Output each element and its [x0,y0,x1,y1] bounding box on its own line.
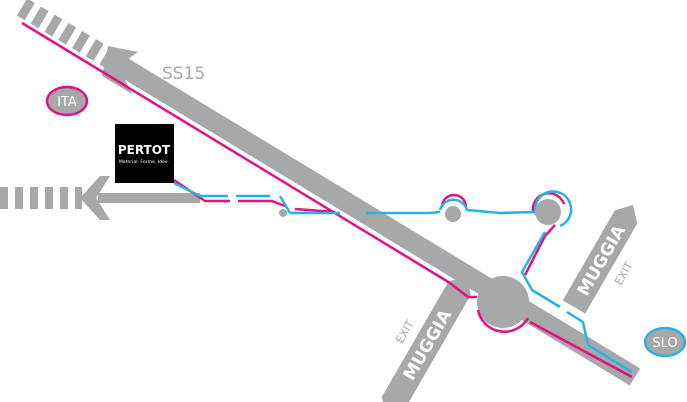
badge-slo-label: SLO [652,336,677,351]
pertot-logo-box [115,124,174,183]
exit-right-small-label: EXIT [612,259,636,287]
road-network [0,0,641,386]
route-slo-small-circle [438,198,536,215]
roundabout-icon [477,276,529,328]
route-ita-small-circle [440,193,468,208]
route-ita-to-exit [523,224,556,276]
exit-sign-right: MUGGIA EXIT [562,204,638,314]
exit-sign-left-shape [381,275,471,402]
route-ita [21,21,633,379]
exit-left-small-label: EXIT [393,318,417,346]
highway-main [109,53,641,386]
exit-sign-right-shape [562,204,638,314]
route-slo [173,181,633,374]
pertot-logo: PERTOT Material. Forme. Idee. [115,124,174,183]
badge-ita-label: ITA [57,95,77,110]
badge-slo: SLO [643,326,687,358]
badge-slo-shape [643,326,687,358]
junction-circle-big [535,199,561,225]
highway-dashes-start [16,0,121,71]
route-slo-down [520,231,633,374]
route-ita-highway [21,21,477,299]
pertot-logo-name: PERTOT [118,143,171,157]
arrow-left-icon [80,176,110,220]
route-ita-highway-lower [529,320,633,379]
route-slo-big-circle [533,190,573,228]
junction-dot-left [279,209,287,217]
arrow-up-left-icon [102,46,138,94]
pertot-logo-tagline: Material. Forme. Idee. [119,159,169,165]
badge-ita-shape [45,85,89,117]
route-ita-roundabout-arc [476,309,530,333]
exit-sign-left: MUGGIA EXIT [381,275,471,402]
route-slo-middle [290,210,441,215]
highway-label: SS15 [162,64,205,84]
junction-circle-small [445,206,461,222]
route-slo-logo-link [173,181,292,214]
badge-ita: ITA [45,85,89,117]
